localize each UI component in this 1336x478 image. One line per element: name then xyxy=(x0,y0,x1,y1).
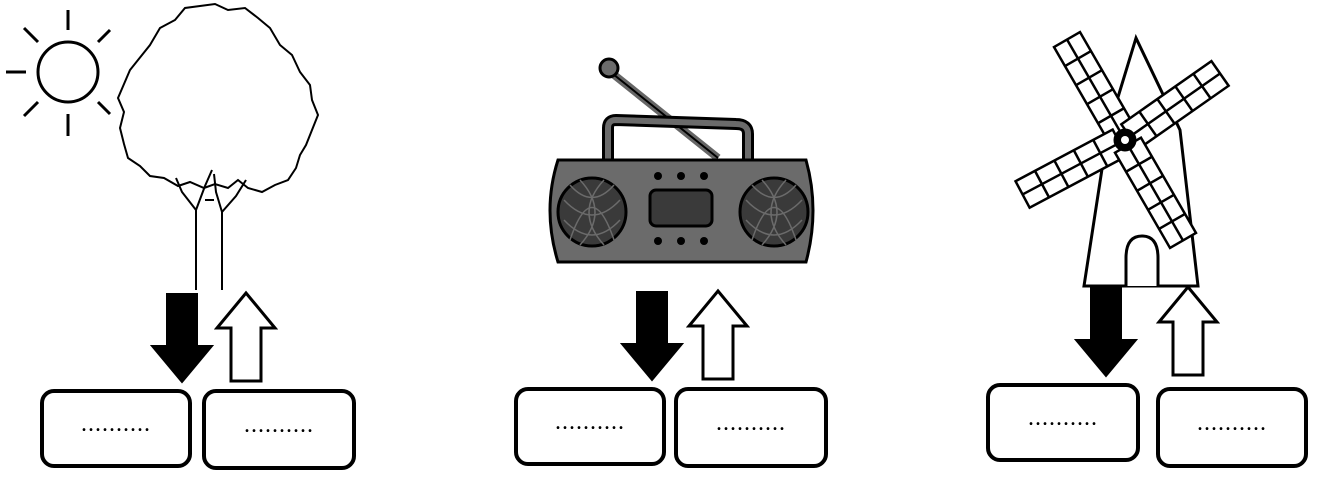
panel-tree: .......... .......... xyxy=(0,0,380,478)
input-arrow-icon xyxy=(620,290,684,382)
answer-placeholder: .......... xyxy=(244,412,314,439)
tree-icon xyxy=(118,4,318,290)
panel-radio: .......... .......... xyxy=(500,0,860,478)
output-arrow-icon xyxy=(686,288,750,382)
radio-illustration xyxy=(500,0,860,300)
output-arrow-icon xyxy=(1156,284,1220,378)
answer-placeholder: .......... xyxy=(1197,410,1267,437)
tree-sun-illustration xyxy=(0,0,380,300)
output-arrow-icon xyxy=(214,290,278,384)
answer-placeholder: .......... xyxy=(716,410,786,437)
answer-box-input[interactable]: .......... xyxy=(514,387,666,466)
answer-box-input[interactable]: .......... xyxy=(986,383,1140,462)
answer-box-output[interactable]: .......... xyxy=(202,389,356,470)
input-arrow-icon xyxy=(150,292,214,384)
answer-box-output[interactable]: .......... xyxy=(1156,387,1308,468)
panel-windmill: .......... .......... xyxy=(960,0,1336,478)
input-arrow-icon xyxy=(1074,286,1138,378)
radio-icon xyxy=(550,59,813,262)
windmill-illustration xyxy=(960,0,1336,300)
sun-icon xyxy=(6,10,110,136)
answer-placeholder: .......... xyxy=(81,411,151,438)
windmill-icon xyxy=(1016,32,1229,286)
answer-placeholder: .......... xyxy=(1028,405,1098,432)
answer-box-output[interactable]: .......... xyxy=(674,387,828,468)
answer-box-input[interactable]: .......... xyxy=(40,389,192,468)
answer-placeholder: .......... xyxy=(555,409,625,436)
